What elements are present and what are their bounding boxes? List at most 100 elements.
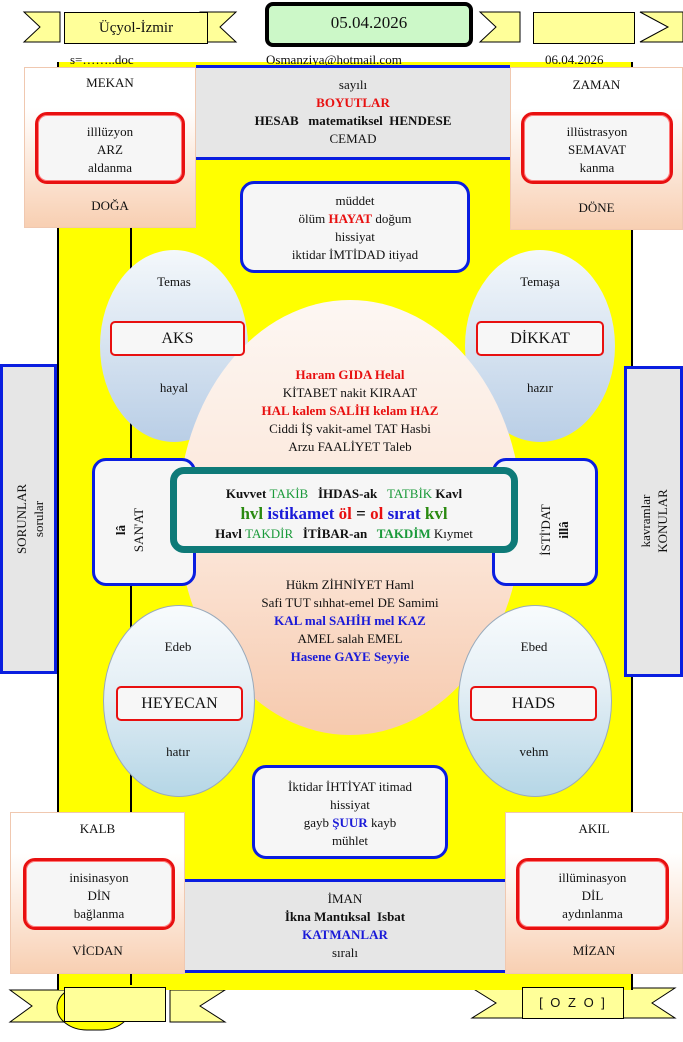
aks-box: AKS	[110, 321, 245, 356]
t: KONULAR	[655, 489, 670, 553]
line: hissiyat	[335, 229, 375, 244]
divider	[130, 225, 132, 985]
konular-bar	[624, 366, 683, 677]
t: =	[351, 504, 371, 523]
t: gayb	[303, 815, 333, 830]
line: Hasene GAYE Seyyie	[290, 649, 410, 664]
footer-banner-right: [ O Z O ]	[522, 987, 624, 1019]
line: mühlet	[331, 833, 369, 848]
line: Arzu FAALİYET Taleb	[288, 439, 412, 454]
t: kayb	[367, 815, 397, 830]
line: HAL kalem SALİH kelam HAZ	[261, 403, 439, 418]
dikkat-box: DİKKAT	[476, 321, 604, 356]
line: iktidar İMTİDAD itiyad	[291, 247, 419, 262]
zaman-bottom: DÖNE	[578, 200, 615, 215]
vehm-label: vehm	[519, 744, 549, 759]
line: sayılı	[338, 77, 368, 92]
date-box: 05.04.2026	[265, 2, 473, 47]
t: öl	[338, 504, 352, 523]
line: kanma	[579, 160, 615, 175]
temas-label: Temas	[157, 274, 191, 289]
line: KİTABET nakit KIRAAT	[282, 385, 418, 400]
line: KAL mal SAHİH mel KAZ	[274, 613, 426, 628]
line: aydınlanma	[562, 906, 623, 921]
t: İHDAS-ak	[308, 486, 387, 501]
line: İkna Mantıksal Isbat	[284, 909, 406, 924]
hads-box: HADS	[470, 686, 597, 721]
sorunlar-bar	[0, 364, 57, 674]
line: HESAB matematiksel HENDESE	[254, 113, 452, 128]
line: AMEL salah EMEL	[297, 631, 403, 646]
t: kavramlar	[638, 494, 653, 548]
line: Haram GIDA Helal	[295, 367, 405, 382]
t: doğum	[372, 211, 412, 226]
email: Osmanziya@hotmail.com	[266, 52, 402, 67]
file-name: s=……..doc	[70, 52, 134, 67]
mizan-label: MİZAN	[572, 943, 616, 958]
t: ol	[370, 504, 388, 523]
core-box: Kuvvet TAKİB İHDAS-ak TATBİK Kavl hvl is…	[170, 467, 518, 553]
boyutlar-box: sayılı BOYUTLAR HESAB matematiksel HENDE…	[196, 65, 510, 160]
line: İktidar İHTİYAT itimad	[288, 779, 412, 794]
t: kvl	[424, 504, 448, 523]
line: CEMAD	[329, 131, 377, 146]
line: SEMAVAT	[567, 142, 627, 157]
t: Kavl	[432, 486, 463, 501]
line: Hükm ZİHNİYET Haml	[285, 577, 415, 592]
vicdan-label: VİCDAN	[72, 943, 123, 958]
akil-title: AKIL	[578, 821, 610, 836]
footer-banner-left	[64, 987, 166, 1022]
iktidar-box: İktidar İHTİYAT itimad hissiyat gayb ŞUU…	[252, 765, 448, 859]
banner-right	[533, 12, 635, 44]
line: DİL	[581, 888, 604, 903]
core-row-2: hvl istikamet öl = ol sırat kvl	[177, 504, 511, 524]
line: BOYUTLAR	[316, 95, 390, 110]
t: TAKDİR	[245, 526, 294, 541]
line: KATMANLAR	[302, 927, 388, 942]
line: DİN	[87, 888, 111, 903]
line: İMAN	[327, 891, 363, 906]
t: Kuvvet	[225, 486, 270, 501]
edeb-label: Edeb	[164, 639, 192, 654]
t: TATBİK	[386, 486, 433, 501]
line: hissiyat	[330, 797, 370, 812]
t: hvl	[240, 504, 268, 523]
hatir-label: hatır	[166, 744, 190, 759]
t: istikamet	[267, 504, 339, 523]
t: Havl	[215, 526, 246, 541]
line: sıralı	[332, 945, 358, 960]
t: lâ	[113, 524, 128, 536]
t: sırat	[387, 504, 425, 523]
line: Safi TUT sıhhat-emel DE Samimi	[261, 595, 439, 610]
zaman-title: ZAMAN	[572, 77, 621, 92]
line: aldanma	[87, 160, 133, 175]
temasa-label: Temaşa	[520, 274, 560, 289]
t: İTİBAR-an	[293, 526, 377, 541]
hazir-label: hazır	[527, 380, 553, 395]
banner-left: Üçyol-İzmir	[64, 12, 208, 44]
t: TAKDİM	[376, 526, 431, 541]
line: Ciddi İŞ vakit-amel TAT Hasbi	[269, 421, 431, 436]
core-row-3: Havl TAKDİR İTİBAR-an TAKDİM Kıymet	[177, 524, 511, 544]
line: inisinasyon	[69, 870, 129, 885]
line: illlüzyon	[86, 124, 134, 139]
t: ölüm	[298, 211, 329, 226]
t: SAN'AT	[131, 507, 146, 553]
kalb-title: KALB	[79, 821, 116, 836]
line: illüminasyon	[558, 870, 627, 885]
center-lower-text: Hükm ZİHNİYET Haml Safi TUT sıhhat-emel …	[200, 576, 500, 666]
katmanlar-box: İMAN İkna Mantıksal Isbat KATMANLAR sıra…	[185, 879, 505, 973]
line: illüstrasyon	[566, 124, 628, 139]
t: İSTİ'DAT	[538, 504, 553, 556]
t: ŞUUR	[332, 815, 368, 830]
t: sorular	[31, 500, 46, 538]
